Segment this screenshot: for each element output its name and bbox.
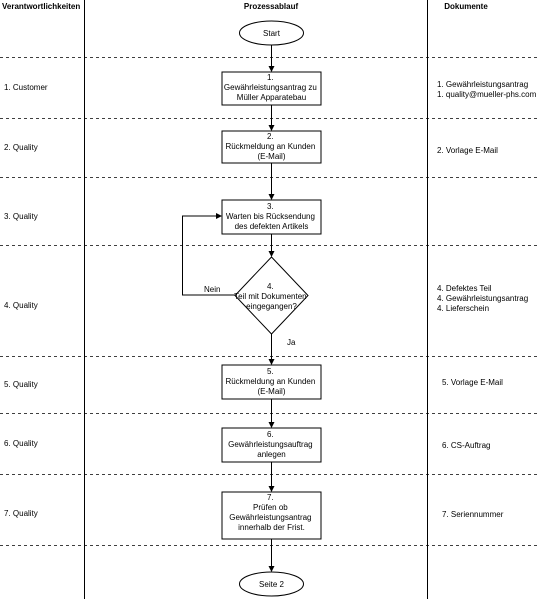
decision-no-label: Nein — [204, 285, 220, 294]
documents-row-2: 2. Vorlage E-Mail — [437, 146, 498, 155]
step-text-line: (E-Mail) — [258, 387, 286, 396]
step-6-text: 6. Gewährleistungsauftrag anlegen — [228, 430, 315, 459]
responsible-row-3: 3. Quality — [4, 212, 38, 221]
step-text-line: Rückmeldung an Kunden — [225, 142, 315, 151]
step-2-text: 2. Rückmeldung an Kunden (E-Mail) — [225, 132, 317, 161]
step-text-line: 6. — [267, 430, 274, 439]
decision-text: 4. Teil mit Dokumenten eingegangen? — [234, 282, 309, 311]
responsible-row-5: 5. Quality — [4, 380, 38, 389]
connectors — [182, 45, 275, 572]
step-3-box — [221, 199, 322, 235]
step-text-line: 3. — [267, 202, 274, 211]
step-text-line: 1. — [267, 73, 274, 82]
step-7-box — [221, 491, 322, 540]
decision-diamond — [234, 256, 309, 335]
end-label: Seite 2 — [259, 580, 284, 589]
step-text-line: Gewährleistungsauftrag — [228, 440, 313, 449]
step-text-line: innerhalb der Frist. — [238, 523, 305, 532]
step-text-line: des defekten Artikels — [235, 222, 309, 231]
arrowhead — [268, 251, 275, 257]
documents-column: 1. Gewährleistungsantrag 1. quality@muel… — [437, 80, 537, 519]
step-text-line: (E-Mail) — [258, 152, 286, 161]
header-responsibilities: Verantwortlichkeiten — [2, 2, 80, 11]
step-text-line: Müller Apparatebau — [237, 93, 306, 102]
step-text-line: 2. — [267, 132, 274, 141]
arrowhead — [268, 66, 275, 72]
arrowhead — [216, 213, 222, 219]
documents-row-4: 4. Defektes Teil 4. Gewährleistungsantra… — [437, 284, 530, 313]
arrowhead — [268, 194, 275, 200]
document-item: 1. quality@mueller-phs.com — [437, 90, 537, 99]
responsible-row-7: 7. Quality — [4, 509, 38, 518]
document-item: 4. Lieferschein — [437, 304, 489, 313]
step-text-line: Teil mit Dokumenten — [234, 292, 306, 301]
document-item: 4. Gewährleistungsantrag — [437, 294, 528, 303]
step-2-box — [221, 130, 322, 164]
step-5-box — [221, 364, 322, 400]
step-6-box — [221, 427, 322, 463]
responsible-row-1: 1. Customer — [4, 83, 48, 92]
documents-row-7: 7. Seriennummer — [442, 510, 504, 519]
start-label: Start — [263, 29, 281, 38]
step-1-box — [221, 71, 322, 106]
responsible-row-4: 4. Quality — [4, 301, 38, 310]
end-terminator — [239, 571, 304, 597]
step-5-text: 5. Rückmeldung an Kunden (E-Mail) — [225, 367, 317, 396]
header-process: Prozessablauf — [244, 2, 299, 11]
arrowhead — [268, 566, 275, 572]
arrowhead — [268, 422, 275, 428]
documents-row-6: 6. CS-Auftrag — [442, 441, 490, 450]
header-documents: Dokumente — [444, 2, 488, 11]
arrowhead — [268, 359, 275, 365]
step-text-line: 7. — [267, 493, 274, 502]
documents-row-1: 1. Gewährleistungsantrag 1. quality@muel… — [437, 80, 537, 99]
step-text-line: Warten bis Rücksendung — [226, 212, 315, 221]
step-text-line: eingegangen? — [246, 302, 297, 311]
responsible-row-2: 2. Quality — [4, 143, 38, 152]
step-text-line: Rückmeldung an Kunden — [225, 377, 315, 386]
arrow-4-no-loop — [182, 215, 235, 296]
start-terminator — [239, 20, 304, 46]
document-item: 1. Gewährleistungsantrag — [437, 80, 528, 89]
step-text-line: 4. — [267, 282, 274, 291]
responsibilities-column: 1. Customer 2. Quality 3. Quality 4. Qua… — [4, 83, 48, 518]
step-text-line: 5. — [267, 367, 274, 376]
step-text-line: Prüfen ob — [253, 503, 288, 512]
step-text-line: Gewährleistungsantrag zu — [224, 83, 317, 92]
step-3-text: 3. Warten bis Rücksendung des defekten A… — [226, 202, 317, 231]
step-text-line: Gewährleistungsantrag — [229, 513, 311, 522]
arrowhead — [268, 486, 275, 492]
step-7-text: 7. Prüfen ob Gewährleistungsantrag inner… — [229, 493, 314, 532]
document-item: 4. Defektes Teil — [437, 284, 492, 293]
arrowhead — [268, 125, 275, 131]
step-text-line: anlegen — [257, 450, 285, 459]
step-1-text: 1. Gewährleistungsantrag zu Müller Appar… — [224, 73, 319, 102]
decision-yes-label: Ja — [287, 338, 296, 347]
documents-row-5: 5. Vorlage E-Mail — [442, 378, 503, 387]
responsible-row-6: 6. Quality — [4, 439, 38, 448]
